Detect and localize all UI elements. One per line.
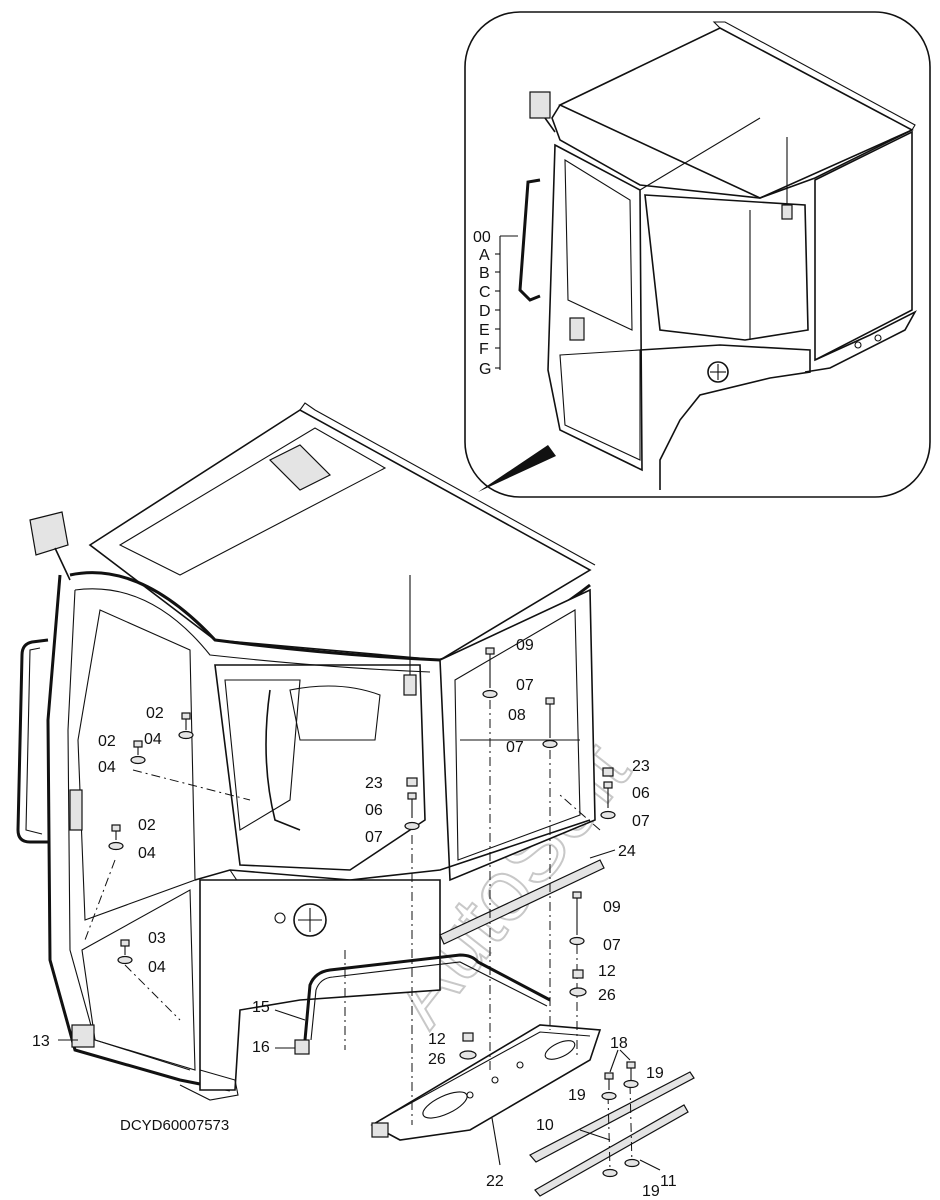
weather-strip-24 [439,859,605,945]
callout-23a: 23 [365,775,383,792]
callout-22: 22 [486,1173,504,1190]
variant-label-00: 00 [473,229,491,246]
callout-06b: 06 [632,785,650,802]
pipe-15 [303,953,551,1041]
floor-plate-22 [370,1024,602,1141]
callout-04a: 04 [144,731,162,748]
variant-label-d: D [479,303,491,320]
callout-06a: 06 [365,802,383,819]
callout-02b: 02 [98,733,116,750]
drawing-code: DCYD60007573 [120,1117,229,1134]
roof-hatch-bracket [268,444,332,491]
inset-frame [464,11,931,498]
right-side-window [454,609,581,861]
callout-26a: 26 [598,987,616,1004]
inset-pointer-arrow [478,445,556,492]
callout-19a: 19 [646,1065,664,1082]
callout-26b: 26 [428,1051,446,1068]
door-lower-panel [81,889,196,1071]
callout-07e: 07 [603,937,621,954]
variant-label-e: E [479,322,490,339]
callout-04d: 04 [138,845,156,862]
inset-roof-edge [551,104,913,199]
callout-19c: 19 [642,1183,660,1200]
leader-lines [58,849,661,1171]
inset-mirror [529,91,551,119]
variant-bracket: 00 A B C D E F G [473,229,518,378]
strip-10 [529,1071,695,1163]
callout-07b: 07 [506,739,524,756]
variant-label-g: G [479,361,491,378]
callout-16: 16 [252,1039,270,1056]
inset-handrail [518,178,541,302]
part-13 [71,1024,95,1048]
door-outer-edge [46,574,231,1092]
callout-12b: 12 [428,1031,446,1048]
callout-23b: 23 [632,758,650,775]
callout-08: 08 [508,707,526,724]
variant-label-b: B [479,265,490,282]
variant-label-a: A [479,247,490,264]
callout-07d: 07 [632,813,650,830]
callout-18: 18 [610,1035,628,1052]
callout-13: 13 [32,1033,50,1050]
loose-parts [71,700,695,1197]
callout-04b: 04 [98,759,116,776]
roof-hatch-opening [118,427,387,576]
cab-lower-body [199,879,441,1091]
variant-label-c: C [479,284,491,301]
callout-15: 15 [252,999,270,1016]
main-cab [16,402,596,1101]
callout-02c: 02 [138,817,156,834]
door-upper-window [77,609,196,921]
strip-11 [534,1104,689,1197]
callout-07a: 07 [516,677,534,694]
callout-labels: 02 04 02 04 04 02 04 03 04 13 15 16 09 0… [32,637,677,1200]
right-side-panel [439,588,596,882]
front-windshield-frame [214,664,426,871]
callout-04e: 04 [148,959,166,976]
callout-03: 03 [148,930,166,947]
handrail [16,638,49,844]
inset-door-handle [569,317,585,341]
cab-roof [88,409,592,661]
inset-door [547,143,643,472]
dash-panel [289,685,381,741]
callout-10: 10 [536,1117,554,1134]
inset-right-panel [814,130,913,362]
inset-front-window [644,194,809,341]
callout-12a: 12 [598,963,616,980]
door-hinge [69,789,83,831]
variant-label-f: F [479,341,489,358]
callout-19b: 19 [568,1087,586,1104]
callout-24: 24 [618,843,636,860]
fasteners [108,647,640,1178]
callout-11: 11 [660,1173,677,1190]
callout-09a: 09 [516,637,534,654]
callout-07c: 07 [365,829,383,846]
callout-02a: 02 [146,705,164,722]
inset-view [464,11,931,498]
side-mirror [29,511,69,556]
callout-09b: 09 [603,899,621,916]
part-16 [294,1039,310,1055]
